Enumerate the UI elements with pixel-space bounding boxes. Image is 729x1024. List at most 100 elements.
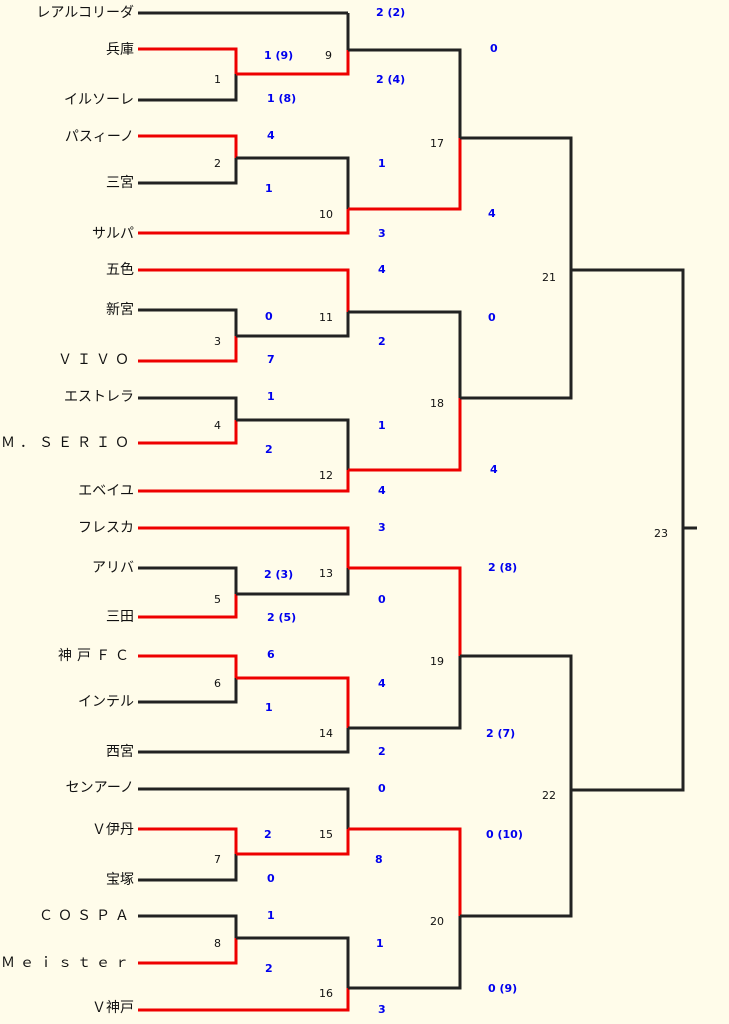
match-number-4: 4 xyxy=(214,419,221,432)
bracket-line-17 xyxy=(138,728,350,754)
match-number-22: 22 xyxy=(542,789,556,802)
match-number-20: 20 xyxy=(430,915,444,928)
match-number-17: 17 xyxy=(430,137,444,150)
team-hyogo: 兵庫 xyxy=(106,42,134,58)
score-m12-top: 1 xyxy=(378,419,386,432)
bracket-line-12 xyxy=(138,526,350,568)
bracket-line-41 xyxy=(460,136,573,270)
bracket-line-10 xyxy=(138,420,238,445)
team-passino: パスィーノ xyxy=(64,129,134,145)
team-estrela: エストレラ xyxy=(64,389,134,405)
score-m16-bottom: 3 xyxy=(378,1003,386,1016)
match-number-5: 5 xyxy=(214,593,221,606)
match-number-2: 2 xyxy=(214,157,221,170)
bracket-line-3 xyxy=(138,134,238,158)
bracket-line-2 xyxy=(138,74,238,102)
team-inter: インテル xyxy=(78,694,134,710)
score-m13-bottom: 0 xyxy=(378,593,386,606)
bracket-line-45 xyxy=(571,268,685,528)
match-number-13: 13 xyxy=(319,567,333,580)
bracket-line-20 xyxy=(138,854,238,882)
bracket-line-11 xyxy=(138,470,350,493)
bracket-line-18 xyxy=(138,787,350,829)
team-shingu: 新宮 xyxy=(106,302,134,318)
bracket-line-19 xyxy=(138,827,238,854)
score-m14-bottom: 2 xyxy=(378,745,386,758)
team-eveil: エベイユ xyxy=(78,483,134,499)
score-m2-top: 4 xyxy=(267,129,275,142)
score-m11-top: 4 xyxy=(378,263,386,276)
bracket-line-14 xyxy=(138,594,238,619)
team-nishinomiya: 西宮 xyxy=(106,744,134,760)
bracket-line-24 xyxy=(236,50,350,76)
bracket-line-46 xyxy=(571,528,685,792)
bracket-line-15 xyxy=(138,654,238,678)
score-m19-top: 2 (8) xyxy=(488,561,518,574)
team-sannomiya: 三宮 xyxy=(106,175,134,191)
bracket-line-35 xyxy=(348,310,462,398)
match-number-16: 16 xyxy=(319,987,333,1000)
bracket-line-30 xyxy=(236,829,350,856)
bracket-line-38 xyxy=(348,656,462,730)
score-m5-bottom: 2 (5) xyxy=(267,611,297,624)
match-number-21: 21 xyxy=(542,271,556,284)
team-kobe-fc: 神戸ＦＣ xyxy=(58,648,134,664)
bracket-line-1 xyxy=(138,47,238,74)
bracket-line-44 xyxy=(460,790,573,918)
score-m16-top: 1 xyxy=(376,937,384,950)
match-number-8: 8 xyxy=(214,937,221,950)
score-m8-top: 1 xyxy=(267,909,275,922)
score-m10-bottom: 3 xyxy=(378,227,386,240)
score-m5-top: 2 (3) xyxy=(264,568,294,581)
match-number-12: 12 xyxy=(319,469,333,482)
team-vivo: ＶＩＶＯ xyxy=(58,352,134,368)
team-senano: センアーノ xyxy=(65,780,134,796)
match-number-7: 7 xyxy=(214,853,221,866)
team-sanda: 三田 xyxy=(106,609,134,625)
score-m17-bottom: 4 xyxy=(488,207,496,220)
bracket-line-27 xyxy=(236,418,350,470)
bracket-line-31 xyxy=(236,936,350,988)
bracket-line-7 xyxy=(138,308,238,336)
team-goshiki: 五色 xyxy=(106,262,134,278)
score-m9-bottom: 2 (4) xyxy=(376,73,406,86)
bracket-line-13 xyxy=(138,566,238,594)
team-fresca: フレスカ xyxy=(78,520,134,536)
score-m15-top: 0 xyxy=(378,782,386,795)
team-cospa: ＣＯＳＰＡ xyxy=(39,908,134,924)
score-m1-bottom: 1 (8) xyxy=(267,92,297,105)
score-m19-bottom: 2 (7) xyxy=(486,727,516,740)
score-m4-bottom: 2 xyxy=(265,443,273,456)
team-ariba: アリバ xyxy=(92,560,134,576)
bracket-line-23 xyxy=(138,988,350,1012)
match-number-18: 18 xyxy=(430,397,444,410)
team-real-colida: レアルコリーダ xyxy=(36,5,134,21)
bracket-line-26 xyxy=(236,312,350,338)
score-m12-bottom: 4 xyxy=(378,484,386,497)
bracket-line-42 xyxy=(460,270,573,400)
score-m2-bottom: 1 xyxy=(265,182,273,195)
match-number-15: 15 xyxy=(319,828,333,841)
match-number-6: 6 xyxy=(214,677,221,690)
team-salpa: サルパ xyxy=(92,226,134,242)
score-m15-bottom: 8 xyxy=(375,853,383,866)
team-meister: Ｍｅｉｓｔｅｒ xyxy=(1,955,134,971)
bracket-line-4 xyxy=(138,158,238,185)
bracket-line-9 xyxy=(138,396,238,420)
score-m11-bottom: 2 xyxy=(378,335,386,348)
score-m10-top: 1 xyxy=(378,157,386,170)
bracket-line-8 xyxy=(138,336,238,363)
bracket-line-39 xyxy=(348,827,462,916)
bracket-line-21 xyxy=(138,914,238,938)
bracket-line-40 xyxy=(348,916,462,990)
team-m-serio: Ｍ．ＳＥＲＩＯ xyxy=(1,435,134,451)
bracket-line-34 xyxy=(348,138,462,211)
score-m13-top: 3 xyxy=(378,521,386,534)
match-number-23: 23 xyxy=(654,527,668,540)
score-m18-top: 0 xyxy=(488,311,496,324)
score-m9-top: 2 (2) xyxy=(376,6,406,19)
match-number-10: 10 xyxy=(319,208,333,221)
bracket-line-28 xyxy=(236,568,350,596)
score-m3-top: 0 xyxy=(265,310,273,323)
